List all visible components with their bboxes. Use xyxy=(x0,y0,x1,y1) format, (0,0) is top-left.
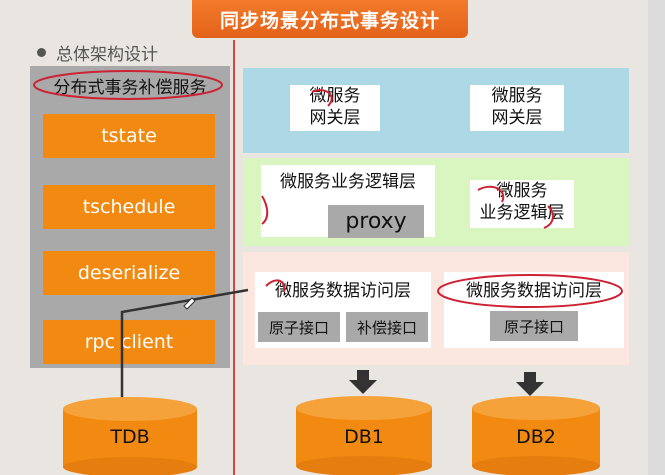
data-box-right: 微服务数据访问层 xyxy=(444,272,624,348)
overview-label: 总体架构设计 xyxy=(56,45,158,65)
gateway-box-right: 微服务 网关层 xyxy=(470,85,564,131)
db2-arrow xyxy=(516,372,544,396)
window-edge xyxy=(648,0,665,475)
db2-cylinder xyxy=(472,396,600,475)
gateway-box-left: 微服务 网关层 xyxy=(290,85,380,131)
logic-box-right: 微服务 业务逻辑层 xyxy=(470,180,574,228)
logic-box-left-label: 微服务业务逻辑层 xyxy=(280,172,416,192)
tdb-connector-line xyxy=(120,288,249,408)
tdb-cylinder xyxy=(63,397,197,475)
db-label-db1: DB1 xyxy=(344,426,384,448)
hand-annotations xyxy=(261,89,623,308)
compensation-service-heading: 分布式事务补偿服务 xyxy=(53,77,207,98)
heading-annotation-ellipse xyxy=(33,70,223,100)
atomic-interface-right: 原子接口 xyxy=(490,311,578,341)
module-rpc-client: rpc client xyxy=(43,320,215,364)
db-label-tdb: TDB xyxy=(110,426,150,448)
db-label-db2: DB2 xyxy=(516,426,556,448)
section-divider xyxy=(233,40,235,475)
data-box-right-title: 微服务数据访问层 xyxy=(466,281,602,301)
title-banner: 同步场景分布式事务设计 xyxy=(192,0,468,38)
data-box-left-title: 微服务数据访问层 xyxy=(275,281,411,301)
bullet-icon xyxy=(37,48,46,57)
proxy-box: proxy xyxy=(328,205,424,238)
module-tstate: tstate xyxy=(43,114,215,158)
compensation-interface: 补偿接口 xyxy=(346,312,428,342)
db1-cylinder xyxy=(296,396,432,475)
atomic-interface-left: 原子接口 xyxy=(258,312,340,342)
module-tschedule: tschedule xyxy=(43,185,215,229)
module-deserialize: deserialize xyxy=(43,251,215,295)
db1-arrow xyxy=(349,370,377,394)
pen-cursor-icon xyxy=(183,297,196,310)
